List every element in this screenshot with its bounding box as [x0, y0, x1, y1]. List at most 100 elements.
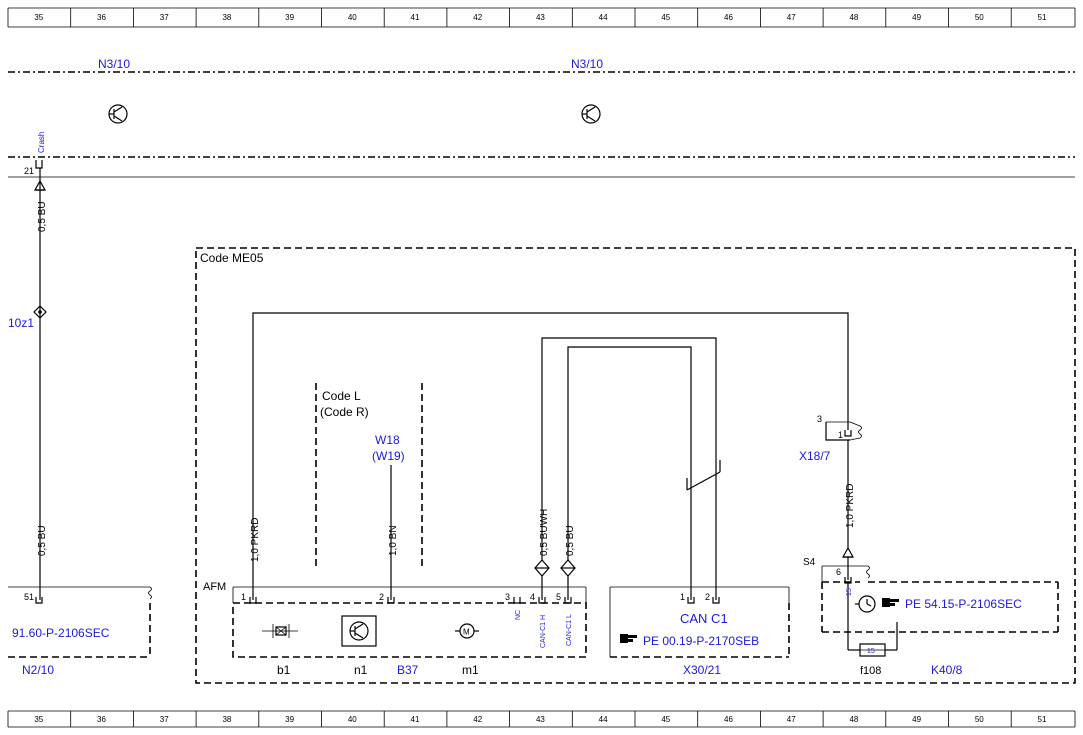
bottom-ruler-column-46: 46: [724, 715, 733, 724]
bottom-ruler-column-44: 44: [599, 715, 608, 724]
m1-label: m1: [462, 663, 479, 677]
bottom-ruler-column-50: 50: [975, 715, 984, 724]
top-ruler-column-38: 38: [222, 13, 231, 22]
code-r-label: (Code R): [320, 405, 369, 419]
clock-relay-icon: [855, 595, 876, 613]
wire-10bn: 1,0 BN: [388, 525, 399, 556]
top-ruler-column-35: 35: [34, 13, 43, 22]
afm-pin-3: 3: [505, 592, 510, 602]
afm-pin-1: 1: [241, 592, 246, 602]
can-c1-h-label: CAN-C1 H: [540, 615, 547, 648]
code-me05-label: Code ME05: [200, 251, 264, 265]
n2-10-label[interactable]: N2/10: [22, 663, 54, 677]
fuse-icon: [856, 643, 889, 657]
hand-pointer-icon: [620, 634, 637, 643]
heater-icon: [262, 624, 298, 638]
x30-21-box: [609, 586, 790, 658]
bottom-ruler-column-43: 43: [536, 715, 545, 724]
s4-connector: [841, 546, 855, 580]
n3-10-label-right[interactable]: N3/10: [571, 57, 603, 71]
w19-label[interactable]: (W19): [372, 449, 405, 463]
top-ruler-column-41: 41: [411, 13, 420, 22]
top-ruler-column-44: 44: [599, 13, 608, 22]
top-ruler-column-48: 48: [849, 13, 858, 22]
n1-label: n1: [354, 663, 368, 677]
f108-label: f108: [860, 665, 881, 677]
wire-pkrd-loop: [252, 312, 849, 600]
x18-pin-1: 1: [838, 430, 843, 440]
ref-pe-00-19[interactable]: PE 00.19-P-2170SEB: [643, 634, 759, 648]
wire-05bu-top: 0,5 BU: [37, 201, 48, 232]
b37-label[interactable]: B37: [397, 663, 419, 677]
ref-pe-54-15[interactable]: PE 54.15-P-2106SEC: [905, 597, 1022, 611]
wire-05bu-mid: 0,5 BU: [565, 525, 576, 556]
code-l-label: Code L: [322, 389, 361, 403]
top-ruler-column-49: 49: [912, 13, 921, 22]
afm-pin-2: 2: [379, 592, 384, 602]
top-ruler-column-37: 37: [160, 13, 169, 22]
afm-pin-5: 5: [556, 592, 561, 602]
bottom-ruler-column-49: 49: [912, 715, 921, 724]
ref-91-60[interactable]: 91.60-P-2106SEC: [12, 626, 110, 640]
n2-10-box: [8, 586, 152, 658]
n3-10-label-left[interactable]: N3/10: [98, 57, 130, 71]
top-ruler-column-47: 47: [787, 13, 796, 22]
wire-can-h: [541, 337, 717, 600]
can-pin-2: 2: [705, 592, 710, 602]
bottom-ruler-column-38: 38: [222, 715, 231, 724]
top-ruler-column-42: 42: [473, 13, 482, 22]
fuse-15-label: 15: [867, 648, 875, 655]
top-ruler-column-36: 36: [97, 13, 106, 22]
k40-pin-6: 6: [836, 567, 841, 577]
pin-21: 21: [24, 166, 34, 176]
afm-pin-4: 4: [530, 592, 535, 602]
wire-10pkrd-left: 1,0 PKRD: [250, 518, 261, 562]
bottom-ruler-column-35: 35: [34, 715, 43, 724]
bottom-ruler-column-40: 40: [348, 715, 357, 724]
top-ruler-column-43: 43: [536, 13, 545, 22]
bottom-ruler-column-39: 39: [285, 715, 294, 724]
connector-icon: [534, 559, 576, 600]
bottom-ruler-column-41: 41: [411, 715, 420, 724]
afm-box: [232, 586, 587, 658]
top-ruler-column-45: 45: [661, 13, 670, 22]
bottom-ruler: 35 36 37 38 39 40 41 42 43 44 45 46 47 48 49 50 51: [7, 710, 1076, 728]
can-pin-1: 1: [680, 592, 685, 602]
top-ruler-column-39: 39: [285, 13, 294, 22]
top-ruler-column-46: 46: [724, 13, 733, 22]
x18-pin-3: 3: [817, 414, 822, 424]
wire-05bu-bottom: 0,5 BU: [37, 525, 48, 556]
s4-label: S4: [803, 557, 816, 568]
x30-21-label[interactable]: X30/21: [683, 663, 721, 677]
bottom-ruler-column-51: 51: [1038, 715, 1047, 724]
bottom-ruler-column-36: 36: [97, 715, 106, 724]
w18-label[interactable]: W18: [375, 433, 400, 447]
10z1-label[interactable]: 10z1: [8, 316, 34, 330]
crash-pin-label: Crash: [37, 132, 46, 153]
transistor-icon: [341, 615, 377, 647]
pin-51: 51: [24, 592, 34, 602]
wire-can-l: [567, 346, 692, 600]
transistor-icon: [108, 104, 128, 124]
k40-pin-15: 15: [846, 588, 853, 596]
bottom-ruler-column-47: 47: [787, 715, 796, 724]
motor-icon: M: [455, 623, 479, 639]
wire-10pkrd-right: 1,0 PKRD: [845, 484, 856, 528]
k40-8-box: [821, 565, 1059, 651]
x18-7-connector: [825, 421, 862, 441]
hand-pointer-icon: [882, 598, 899, 607]
n3-10-boundary: [8, 71, 1075, 178]
bottom-ruler-column-48: 48: [849, 715, 858, 724]
can-c1-l-label: CAN-C1 L: [566, 614, 573, 646]
bottom-ruler-column-37: 37: [160, 715, 169, 724]
k40-8-label[interactable]: K40/8: [931, 663, 963, 677]
top-ruler-column-51: 51: [1038, 13, 1047, 22]
top-ruler-column-50: 50: [975, 13, 984, 22]
bottom-ruler-column-45: 45: [661, 715, 670, 724]
bottom-ruler-column-42: 42: [473, 715, 482, 724]
code-me05-box: [195, 247, 1076, 684]
transistor-icon: [581, 104, 601, 124]
x18-7-label[interactable]: X18/7: [799, 449, 831, 463]
